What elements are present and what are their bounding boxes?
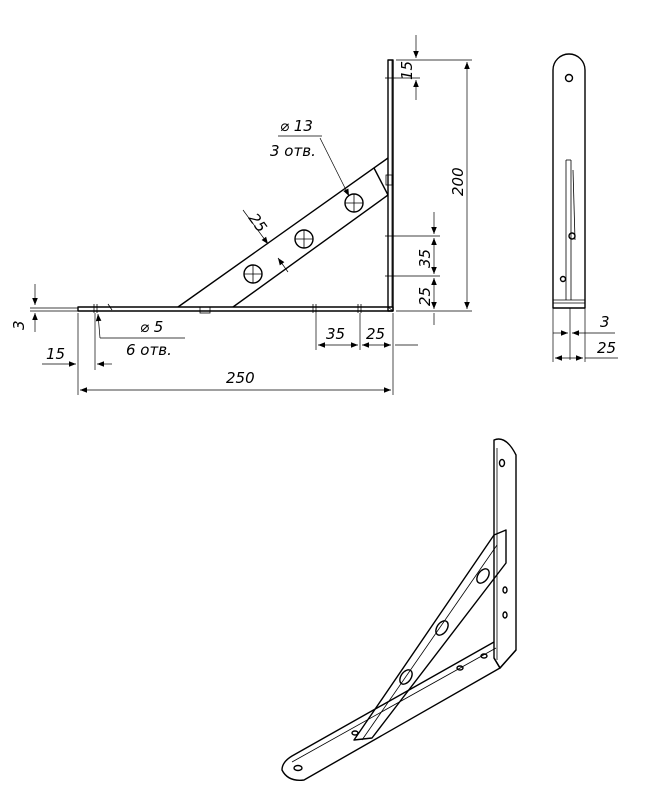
front-view: 200 15 35 25 25 (10, 35, 472, 395)
dimension-horizontal-spacing-label: 35 (326, 325, 345, 343)
side-dimension-thickness-label: 3 (600, 313, 610, 331)
isometric-view (281, 438, 517, 781)
iso-large-hole-2 (435, 620, 449, 636)
dimension-vertical-spacing: 35 25 (396, 212, 440, 325)
side-lower-hole (559, 275, 567, 283)
iso-small-hole-5 (456, 665, 464, 671)
dimension-brace-width: 25 (242, 210, 289, 273)
iso-small-hole-4 (293, 764, 303, 772)
dimension-thickness-label: 3 (10, 320, 28, 330)
large-hole-count-label: 3 отв. (270, 142, 316, 160)
iso-small-hole-3 (502, 611, 508, 619)
small-hole-count-label: 6 отв. (126, 341, 172, 359)
dimension-top-offset: 15 (396, 35, 420, 100)
large-hole-1 (243, 264, 263, 284)
small-hole-diameter-label: ⌀ 5 (140, 318, 163, 336)
side-dimension-thickness: 3 (552, 308, 615, 362)
leader-small-holes: ⌀ 5 6 отв. (77, 313, 185, 395)
iso-large-hole-1 (476, 568, 490, 584)
iso-small-hole-2 (502, 586, 508, 594)
small-holes-horizontal (93, 303, 362, 314)
large-hole-3 (344, 193, 364, 213)
iso-large-hole-3 (399, 669, 413, 685)
dimension-horizontal-offset: 15 (42, 345, 112, 367)
dimension-height: 200 (396, 59, 472, 312)
side-dimension-width: 25 (555, 339, 618, 361)
dimension-horizontal-end-label: 25 (366, 325, 385, 343)
diagonal-brace (177, 157, 389, 308)
dimension-vertical-offset-label: 25 (416, 287, 434, 306)
dimension-top-offset-label: 15 (398, 61, 416, 80)
side-dimension-width-label: 25 (597, 339, 616, 357)
vertical-flange (385, 59, 396, 312)
dimension-brace-width-label: 25 (245, 210, 271, 236)
dimension-vertical-spacing-label: 35 (416, 249, 434, 268)
dimension-height-label: 200 (449, 167, 467, 196)
iso-small-hole-6 (480, 653, 488, 659)
iso-small-hole-1 (498, 458, 506, 468)
side-view: 3 25 (552, 53, 618, 362)
dimension-thickness: 3 (10, 284, 78, 332)
large-holes (243, 193, 364, 284)
dimension-length-label: 250 (226, 369, 255, 387)
dimension-horizontal-offset-label: 15 (46, 345, 65, 363)
iso-small-hole-7 (351, 730, 359, 736)
leader-large-holes: ⌀ 13 3 отв. (270, 117, 350, 197)
large-hole-2 (294, 229, 314, 249)
side-middle-hole (568, 232, 576, 240)
large-hole-diameter-label: ⌀ 13 (280, 117, 313, 135)
dimension-length: 250 (80, 369, 391, 393)
horizontal-flange (30, 306, 394, 312)
side-top-hole (564, 73, 574, 83)
dimension-horizontal-spacing: 35 25 (315, 313, 418, 395)
